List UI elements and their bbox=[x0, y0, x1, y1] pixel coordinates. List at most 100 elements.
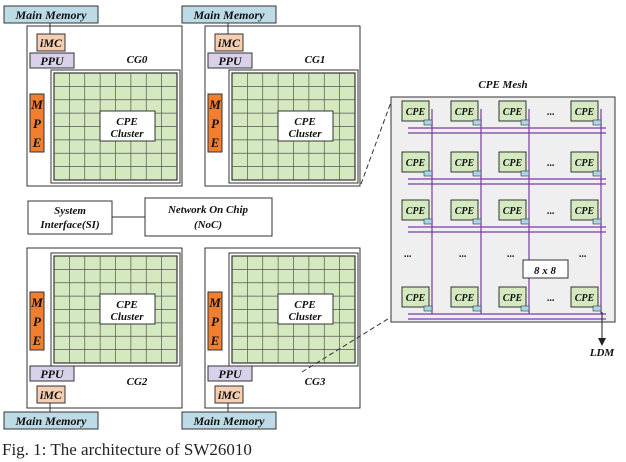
mpe-letter: E bbox=[210, 135, 220, 150]
cpe-cluster-label: CPE bbox=[116, 116, 137, 128]
mesh-ldm-port bbox=[472, 218, 482, 225]
zoom-leader-line bbox=[301, 316, 392, 373]
mesh-ellipsis: ... bbox=[579, 249, 587, 260]
ppu-label: PPU bbox=[40, 367, 65, 381]
mpe-letter: E bbox=[32, 135, 42, 150]
mesh-cpe-box bbox=[498, 100, 527, 122]
main-memory-label: Main Memory bbox=[14, 414, 87, 428]
noc-label: (NoC) bbox=[194, 219, 222, 231]
imc-box bbox=[214, 33, 244, 52]
mesh-cpe-label: CPE bbox=[575, 293, 595, 304]
mesh-ldm-port bbox=[520, 170, 530, 177]
figure-caption: Fig. 1: The architecture of SW26010 bbox=[2, 440, 252, 459]
cpe-cluster-label: CPE bbox=[116, 299, 137, 311]
mpe-box bbox=[207, 291, 223, 351]
mesh-cpe-label: CPE bbox=[455, 206, 475, 217]
mesh-ldm-port bbox=[472, 170, 482, 177]
mesh-cpe-box bbox=[401, 151, 430, 173]
mesh-cpe-box bbox=[401, 286, 430, 308]
imc-label: iMC bbox=[40, 388, 63, 402]
imc-label: iMC bbox=[40, 36, 63, 50]
noc-box bbox=[144, 197, 273, 237]
cpe-cluster-label-box bbox=[277, 110, 334, 142]
mesh-cpe-box bbox=[401, 199, 430, 221]
mesh-cpe-label: CPE bbox=[575, 158, 595, 169]
mesh-cpe-label: CPE bbox=[455, 107, 475, 118]
imc-label: iMC bbox=[218, 36, 241, 50]
mesh-cpe-label: CPE bbox=[503, 107, 523, 118]
system-interface-label: System bbox=[54, 205, 86, 217]
system-interface-label: Interface(SI) bbox=[39, 219, 99, 231]
mesh-cpe-label: CPE bbox=[406, 158, 426, 169]
imc-box bbox=[36, 33, 66, 52]
mesh-cpe-box bbox=[570, 151, 599, 173]
mesh-ellipsis: ... bbox=[547, 107, 555, 118]
ppu-box bbox=[207, 52, 253, 69]
cpe-cluster-label-box bbox=[277, 293, 334, 325]
ppu-box bbox=[29, 52, 75, 69]
cpe-cluster-label: CPE bbox=[294, 299, 315, 311]
mesh-cpe-box bbox=[570, 286, 599, 308]
ldm-label: LDM bbox=[589, 347, 616, 359]
cpe-cluster-label: Cluster bbox=[110, 311, 144, 323]
mesh-ldm-port bbox=[423, 305, 433, 312]
mesh-cpe-label: CPE bbox=[455, 158, 475, 169]
mesh-ldm-port bbox=[520, 119, 530, 126]
mesh-ellipsis: ... bbox=[547, 293, 555, 304]
mesh-cpe-box bbox=[401, 100, 430, 122]
mesh-ldm-port bbox=[423, 218, 433, 225]
mesh-cpe-box bbox=[450, 286, 479, 308]
mpe-letter: M bbox=[30, 295, 43, 310]
mesh-cpe-box bbox=[498, 199, 527, 221]
mesh-cpe-label: CPE bbox=[575, 107, 595, 118]
mesh-cpe-box bbox=[450, 151, 479, 173]
main-memory-box bbox=[181, 411, 277, 430]
mpe-box bbox=[207, 93, 223, 153]
mesh-cpe-label: CPE bbox=[503, 293, 523, 304]
mesh-cpe-box bbox=[570, 199, 599, 221]
cpe-mesh-title: CPE Mesh bbox=[478, 79, 527, 91]
mesh-ellipsis: ... bbox=[547, 158, 555, 169]
mesh-cpe-label: CPE bbox=[503, 158, 523, 169]
main-memory-box bbox=[3, 5, 99, 24]
system-interface-box bbox=[27, 200, 113, 235]
imc-box bbox=[214, 385, 244, 404]
core-group-label: CG0 bbox=[127, 54, 148, 66]
mpe-box bbox=[29, 291, 45, 351]
mpe-box bbox=[29, 93, 45, 153]
mpe-letter: P bbox=[211, 314, 220, 329]
mesh-ldm-port bbox=[472, 119, 482, 126]
mesh-ldm-port bbox=[592, 170, 602, 177]
mesh-size-box bbox=[522, 259, 569, 279]
core-group-label: CG2 bbox=[127, 376, 148, 388]
ppu-label: PPU bbox=[218, 367, 243, 381]
mpe-letter: E bbox=[32, 333, 42, 348]
mpe-letter: M bbox=[208, 97, 221, 112]
mesh-cpe-label: CPE bbox=[406, 206, 426, 217]
mesh-ldm-port bbox=[592, 305, 602, 312]
main-memory-label: Main Memory bbox=[192, 414, 265, 428]
mpe-letter: P bbox=[33, 116, 42, 131]
mesh-ldm-port bbox=[520, 305, 530, 312]
main-memory-box bbox=[3, 411, 99, 430]
mesh-size-label: 8 x 8 bbox=[534, 265, 557, 277]
mpe-letter: M bbox=[208, 295, 221, 310]
mpe-letter: E bbox=[210, 333, 220, 348]
core-group-label: CG1 bbox=[305, 54, 326, 66]
main-memory-box bbox=[181, 5, 277, 24]
mpe-letter: P bbox=[33, 314, 42, 329]
cpe-cluster-label: Cluster bbox=[288, 311, 322, 323]
mesh-cpe-box bbox=[450, 100, 479, 122]
ppu-label: PPU bbox=[218, 54, 243, 68]
mesh-cpe-label: CPE bbox=[406, 107, 426, 118]
ppu-label: PPU bbox=[40, 54, 65, 68]
main-memory-label: Main Memory bbox=[14, 8, 87, 22]
mesh-ellipsis: ... bbox=[404, 249, 412, 260]
mesh-ldm-port bbox=[423, 170, 433, 177]
mesh-ldm-port bbox=[423, 119, 433, 126]
cpe-cluster-label: Cluster bbox=[110, 128, 144, 140]
